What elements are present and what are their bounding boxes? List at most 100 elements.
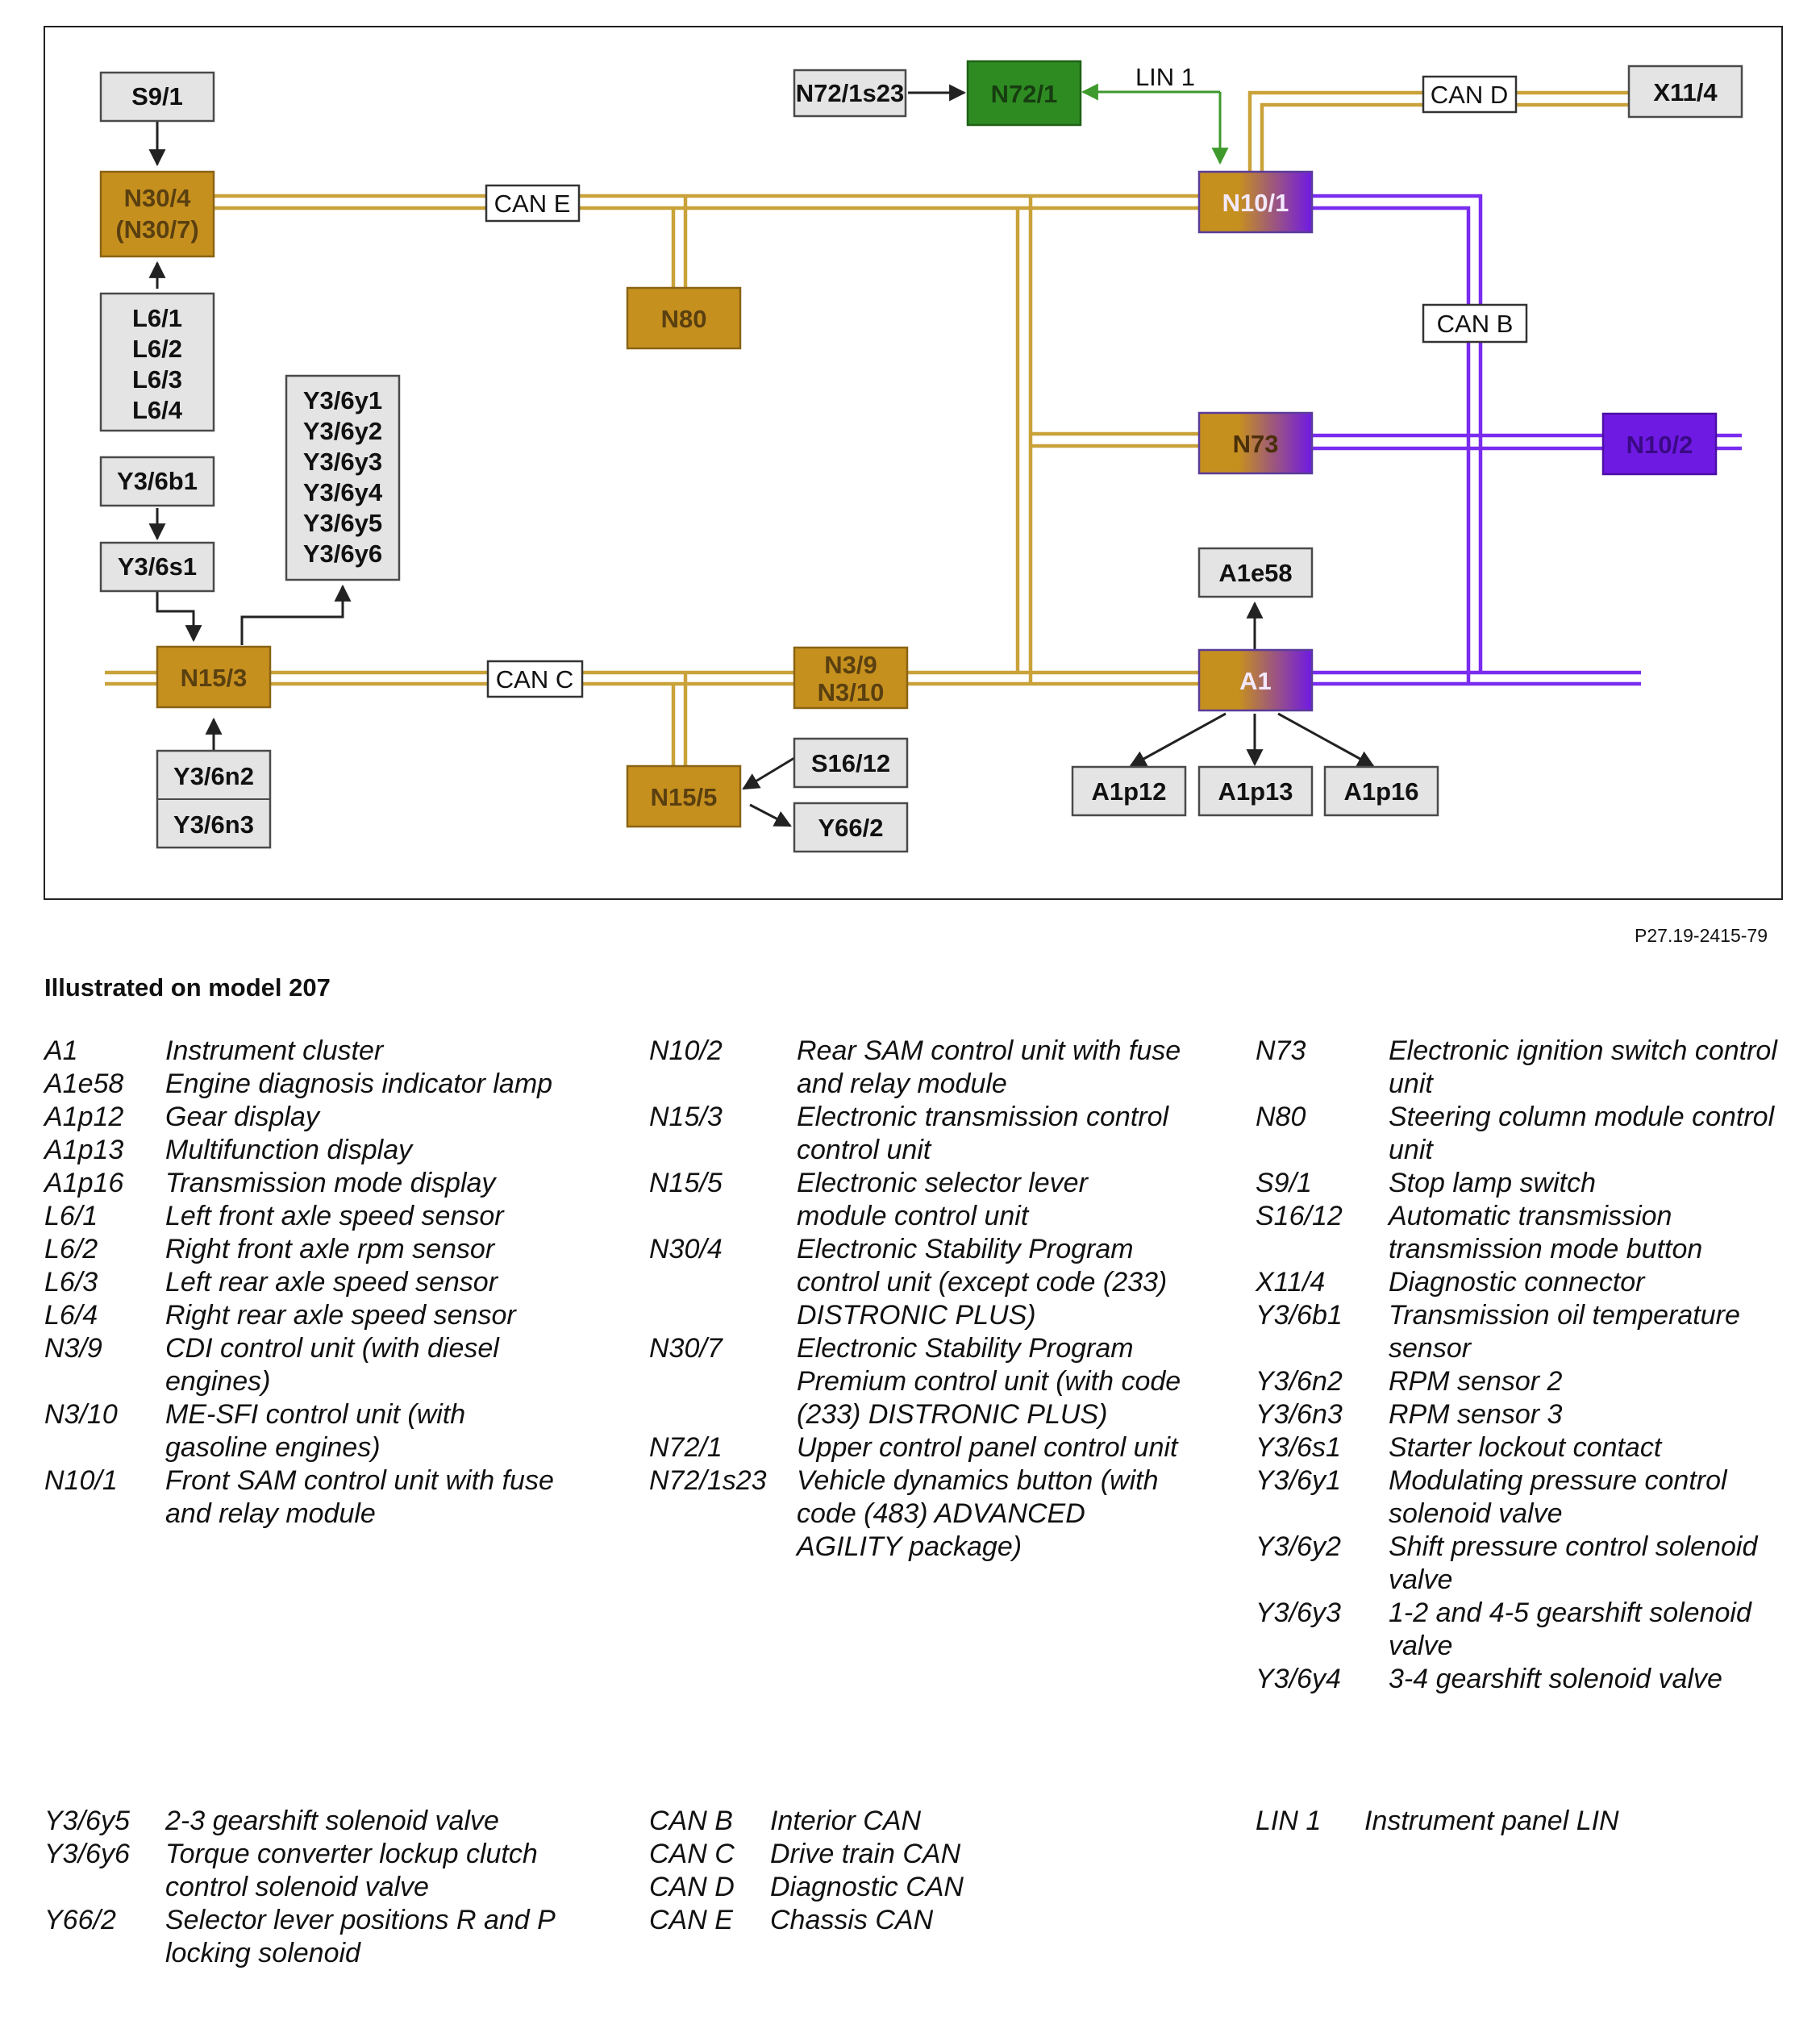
- a1p16-box: [1323, 765, 1439, 817]
- legend-description: Front SAM control unit with fuse and rel…: [165, 1465, 554, 1529]
- y3-6n3-label: Y3/6n3: [173, 810, 254, 839]
- n72-1s23-label: N72/1s23: [796, 79, 904, 107]
- y3-6s1-box: [99, 541, 215, 593]
- legend-code: Y3/6b1: [1256, 1300, 1343, 1331]
- legend-code: Y3/6n2: [1256, 1366, 1343, 1397]
- can-d-label-box: [1422, 75, 1518, 114]
- n10-2-box: [1601, 412, 1718, 476]
- legend-code: A1p13: [44, 1135, 124, 1165]
- legend-description: RPM sensor 2: [1389, 1366, 1563, 1397]
- legend-code: Y3/6y5: [44, 1806, 130, 1836]
- legend-description: Transmission mode display: [165, 1168, 496, 1198]
- legend-code: L6/2: [44, 1234, 98, 1264]
- legend-description: Rear SAM control unit with fuse and rela…: [797, 1035, 1181, 1099]
- legend-description: Multifunction display: [165, 1135, 413, 1165]
- a1p16-label: A1p16: [1343, 777, 1418, 806]
- a1p13-label: A1p13: [1218, 777, 1293, 806]
- legend-description: Transmission oil temperature sensor: [1389, 1300, 1740, 1364]
- legend-description: ME-SFI control unit (with gasoline engin…: [165, 1399, 466, 1463]
- y66-2-box: [793, 802, 909, 853]
- legend-description: Vehicle dynamics button (with code (483)…: [797, 1465, 1159, 1562]
- legend-row: LIN 1 Instrument panel LIN: [1256, 1805, 1659, 1838]
- legend-title: Illustrated on model 207: [44, 973, 331, 1002]
- legend-code: LIN 1: [1256, 1806, 1322, 1836]
- legend-code: S16/12: [1256, 1201, 1343, 1231]
- s16-12-box: [793, 737, 909, 789]
- legend-description: Instrument panel LIN: [1364, 1806, 1619, 1836]
- s9-1-label: S9/1: [131, 82, 183, 110]
- legend-row: A1p13 Multifunction display: [44, 1134, 560, 1167]
- y3-6y2-label: Y3/6y2: [303, 417, 382, 445]
- n3-9-label: N3/9: [824, 651, 877, 679]
- legend-code: A1p16: [44, 1168, 124, 1198]
- signal-arrows: [148, 83, 1375, 827]
- legend-code: A1e58: [44, 1068, 124, 1099]
- n30-7-label: (N30/7): [115, 215, 198, 244]
- legend-code: X11/4: [1256, 1267, 1326, 1298]
- legend-row: Y3/6b1 Transmission oil temperature senso…: [1256, 1299, 1780, 1365]
- legend-code: L6/3: [44, 1267, 98, 1298]
- legend-code: Y3/6y6: [44, 1839, 130, 1869]
- can-e-label-box: [485, 184, 581, 223]
- legend-description: Shift pressure control solenoid valve: [1389, 1531, 1758, 1595]
- legend-code: Y3/6s1: [1256, 1432, 1341, 1463]
- legend-row: Y3/6n2 RPM sensor 2: [1256, 1365, 1780, 1398]
- a1p12-label: A1p12: [1091, 777, 1166, 806]
- n80-box: [626, 286, 742, 350]
- y3-6y6-label: Y3/6y6: [303, 539, 382, 568]
- network-diagram: CAN E CAN C CAN D CAN B LIN 1 S9/1 N30/4…: [44, 26, 1783, 900]
- n30-4-label: N30/4: [124, 184, 191, 212]
- legend-description: Diagnostic connector: [1389, 1267, 1645, 1298]
- l6-4-label: L6/4: [132, 396, 183, 424]
- legend-code: Y66/2: [44, 1905, 116, 1935]
- can-b-label: CAN B: [1437, 310, 1514, 338]
- legend-description: Drive train CAN: [770, 1839, 961, 1869]
- legend-code: N72/1s23: [649, 1465, 767, 1496]
- legend-code: N3/9: [44, 1333, 102, 1364]
- legend-description: Chassis CAN: [770, 1905, 934, 1935]
- a1e58-box: [1197, 547, 1314, 598]
- can-c-label-box: [486, 660, 584, 698]
- legend-description: Gear display: [165, 1102, 319, 1132]
- a1p12-box: [1071, 765, 1187, 817]
- a1e58-label: A1e58: [1218, 559, 1292, 587]
- can-c-label: CAN C: [496, 665, 573, 694]
- legend-code: S9/1: [1256, 1168, 1312, 1198]
- y3-6n2-label: Y3/6n2: [173, 762, 254, 790]
- legend-code: L6/1: [44, 1201, 98, 1231]
- n3-9-box: [793, 646, 909, 710]
- y3-6b1-box: [99, 456, 215, 507]
- legend-description: Interior CAN: [770, 1806, 922, 1836]
- n72-1s23-box: [793, 69, 907, 118]
- n15-5-label: N15/5: [651, 783, 718, 811]
- diagram-frame: [44, 26, 1783, 900]
- legend-code: N3/10: [44, 1399, 118, 1430]
- l6-group-box: [99, 292, 215, 432]
- n15-3-box: [156, 645, 272, 709]
- n15-3-label: N15/3: [181, 664, 248, 692]
